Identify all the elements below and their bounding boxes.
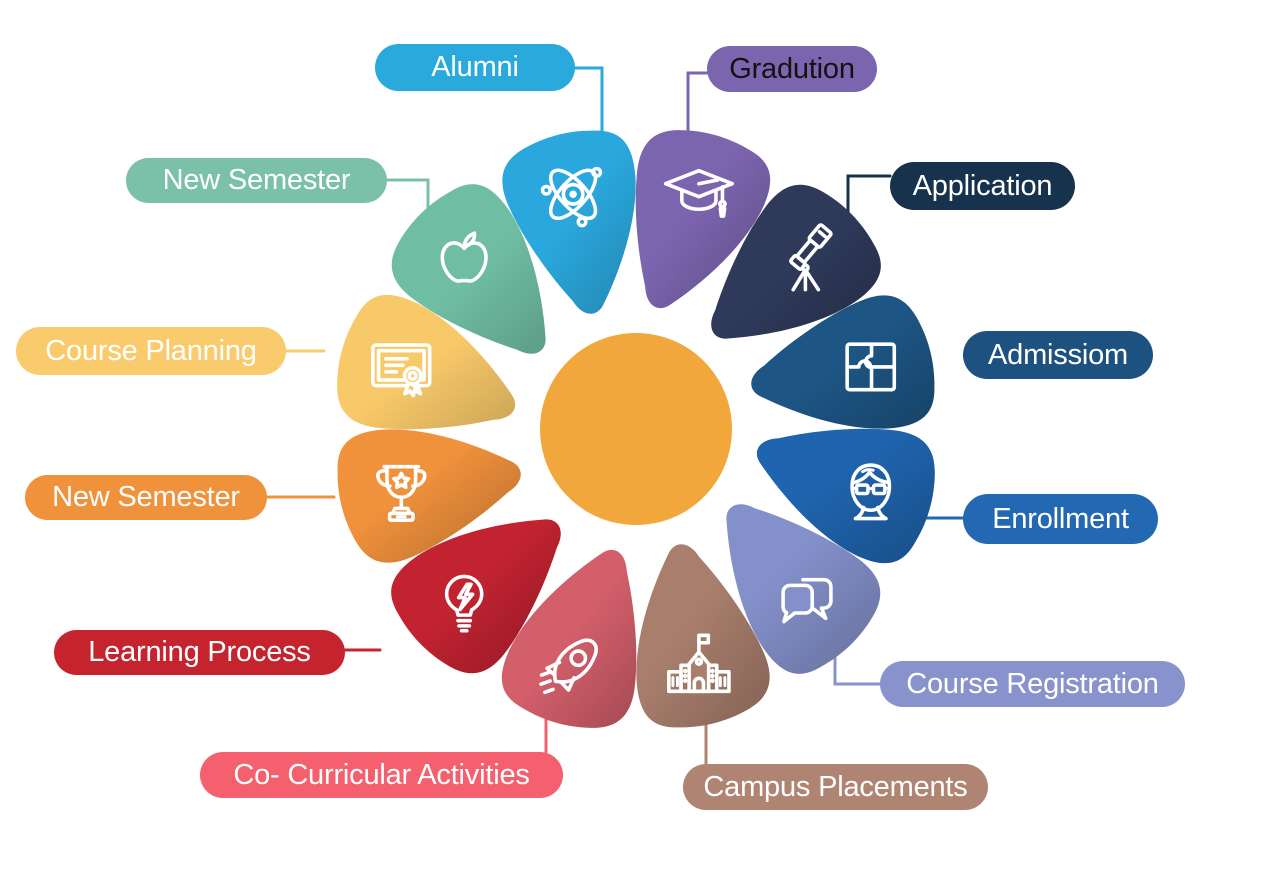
label-pill-alumni: Alumni xyxy=(375,44,575,91)
label-pill-learning-process: Learning Process xyxy=(54,630,345,675)
alumni-connector-line xyxy=(573,66,604,135)
center-circle xyxy=(540,333,732,525)
label-pill-new-semester-spring: New Semester xyxy=(25,475,267,520)
gradution-connector-line xyxy=(686,71,709,142)
label-pill-admissiom: Admissiom xyxy=(963,331,1153,379)
new-semester-fall-connector-line xyxy=(385,178,430,216)
label-pill-campus-placements: Campus Placements xyxy=(683,764,988,810)
label-pill-course-planning: Course Planning xyxy=(16,327,286,375)
label-pill-new-semester-fall: New Semester xyxy=(126,158,387,203)
application-connector-line xyxy=(846,174,892,220)
label-pill-course-registration: Course Registration xyxy=(880,661,1185,707)
label-pill-application: Application xyxy=(890,162,1075,210)
label-pill-gradution: Gradution xyxy=(707,46,877,92)
label-pill-enrollment: Enrollment xyxy=(963,494,1158,544)
label-pill-co-curricular-activities: Co- Curricular Activities xyxy=(200,752,563,798)
